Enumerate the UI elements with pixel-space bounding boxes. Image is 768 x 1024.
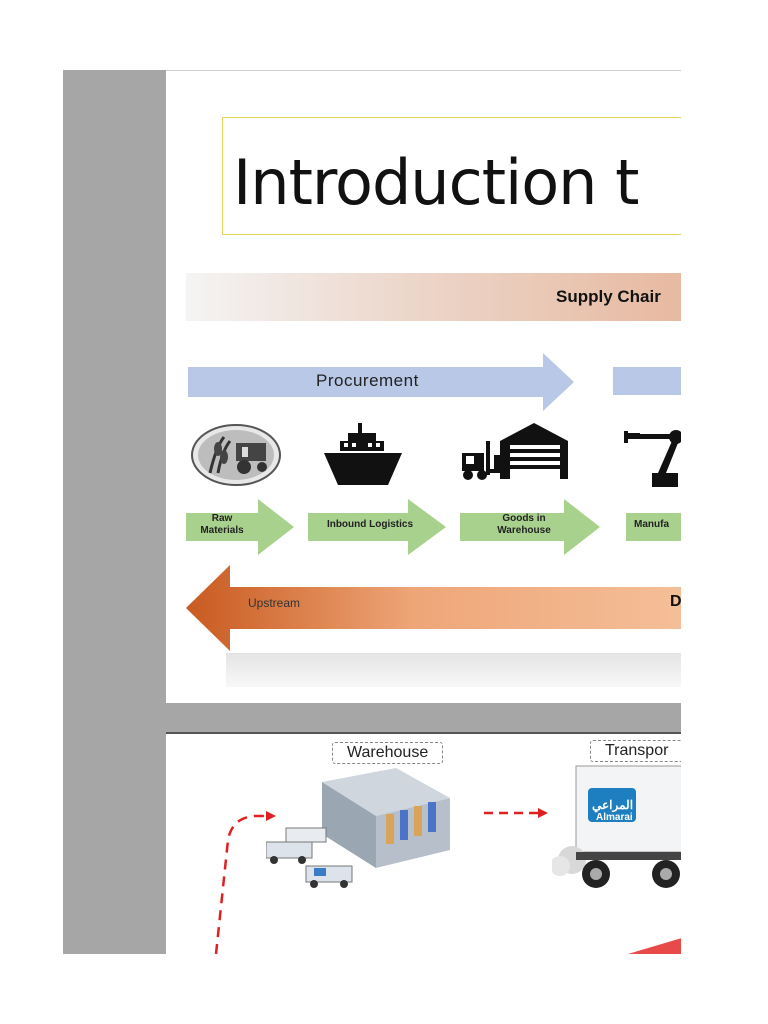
stage-inbound-logistics: Inbound Logistics <box>308 499 448 555</box>
ship-icon <box>322 419 404 494</box>
logo-english: Almarai <box>596 812 633 823</box>
stage-arrow-shape <box>460 499 600 555</box>
document-viewer[interactable]: Introduction t Supply Chair Procurement <box>63 70 681 954</box>
shadow-strip <box>226 653 681 687</box>
stage-manufacturing: Manufa <box>626 499 681 555</box>
stage-raw-materials: Raw Materials <box>186 499 296 555</box>
truck-illustration <box>550 764 681 899</box>
raw-materials-icon <box>190 421 282 494</box>
slide-title: Introduction t <box>233 146 639 219</box>
slide-2[interactable]: Warehouse Transpor <box>166 732 681 954</box>
procurement-arrow: Procurement <box>188 353 578 411</box>
robot-arm-icon <box>622 427 681 494</box>
supply-chain-label: Supply Chair <box>556 287 661 306</box>
procurement-arrow-shape <box>188 353 574 411</box>
stage-label: Manufa <box>634 519 669 530</box>
upstream-label: Upstream <box>248 596 301 610</box>
logo-arabic: المراعي <box>592 798 634 812</box>
upstream-arrow-shape <box>186 565 681 651</box>
slide-1[interactable]: Introduction t Supply Chair Procurement <box>166 70 681 703</box>
stage-arrow-shape <box>186 499 294 555</box>
stage-goods-in-warehouse: Goods in Warehouse <box>460 499 602 555</box>
red-dashed-curve-arrow <box>212 808 276 954</box>
procurement-label: Procurement <box>316 371 419 390</box>
title-box: Introduction t <box>222 117 681 235</box>
upstream-arrow: Upstream D <box>186 565 681 651</box>
warehouse-tag: Warehouse <box>332 742 444 764</box>
transport-tag: Transpor <box>590 740 681 762</box>
downstream-label-partial: D <box>670 593 681 610</box>
red-shape-partial <box>628 934 681 954</box>
supply-chain-banner: Supply Chair <box>186 273 681 321</box>
stage-arrow-shape <box>308 499 446 555</box>
red-dashed-arrow <box>484 806 548 825</box>
stage-arrow-shape <box>626 513 681 541</box>
production-arrow-partial <box>613 367 681 395</box>
stage-label: Inbound Logistics <box>326 519 414 530</box>
warehouse-illustration <box>265 768 450 897</box>
warehouse-forklift-icon <box>458 419 570 488</box>
stage-label: Raw Materials <box>200 513 244 536</box>
stage-label: Goods in Warehouse <box>497 513 551 536</box>
